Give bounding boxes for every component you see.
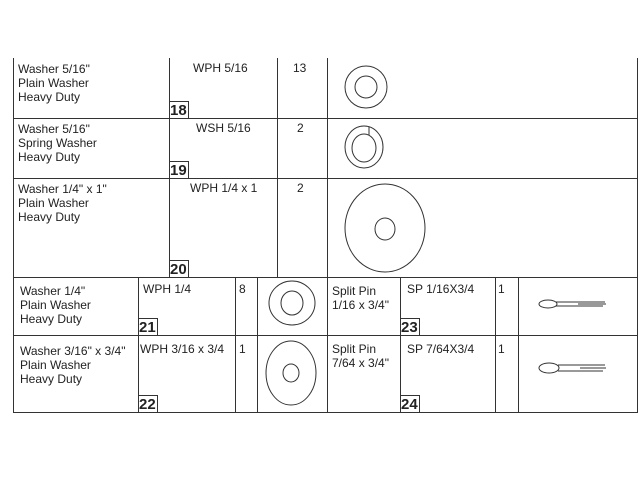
plain-washer-icon	[344, 183, 426, 273]
desc-cell-19: Washer 5/16" Spring Washer Heavy Duty	[13, 118, 170, 179]
code-cell-20: WPH 1/4 x 1 20	[169, 178, 278, 278]
part-code: SP 1/16X3/4	[407, 282, 475, 296]
part-qty: 1	[498, 282, 505, 296]
qty-cell-24: 1	[495, 335, 519, 413]
part-code: WPH 5/16	[193, 61, 248, 75]
code-cell-23: SP 1/16X3/4 23	[400, 277, 496, 336]
part-description: Washer 5/16" Spring Washer Heavy Duty	[18, 122, 97, 164]
qty-cell-20: 2	[277, 178, 328, 278]
spring-washer-icon	[344, 125, 384, 169]
image-cell-18	[327, 58, 638, 119]
part-description: Washer 5/16" Plain Washer Heavy Duty	[18, 62, 90, 104]
plain-washer-icon	[265, 340, 317, 406]
code-cell-21: WPH 1/4 21	[138, 277, 236, 336]
qty-cell-19: 2	[277, 118, 328, 179]
image-cell-19	[327, 118, 638, 179]
part-qty: 1	[498, 342, 505, 356]
part-qty: 1	[239, 342, 246, 356]
part-code: WPH 1/4 x 1	[190, 181, 258, 195]
part-description: Split Pin 1/16 x 3/4"	[332, 284, 389, 312]
split-pin-icon	[538, 362, 606, 374]
part-number: 24	[400, 395, 420, 413]
plain-washer-icon	[268, 280, 316, 326]
image-cell-23	[518, 277, 638, 336]
code-cell-19: WSH 5/16 19	[169, 118, 278, 179]
part-qty: 2	[297, 181, 304, 195]
part-number: 18	[169, 101, 189, 119]
image-cell-22	[257, 335, 328, 413]
part-qty: 8	[239, 282, 246, 296]
part-description: Washer 1/4" Plain Washer Heavy Duty	[20, 284, 91, 326]
image-cell-20	[327, 178, 638, 278]
part-description: Washer 3/16" x 3/4" Plain Washer Heavy D…	[20, 344, 126, 386]
part-code: WSH 5/16	[196, 121, 251, 135]
part-number: 21	[138, 318, 158, 336]
code-cell-24: SP 7/64X3/4 24	[400, 335, 496, 413]
qty-cell-22: 1	[235, 335, 258, 413]
image-cell-21	[257, 277, 328, 336]
image-cell-24	[518, 335, 638, 413]
qty-cell-18: 13	[277, 58, 328, 119]
desc-cell-20: Washer 1/4" x 1" Plain Washer Heavy Duty	[13, 178, 170, 278]
code-cell-22: WPH 3/16 x 3/4 22	[138, 335, 236, 413]
desc-cell-24: Split Pin 7/64 x 3/4"	[327, 335, 401, 413]
code-cell-18: WPH 5/16 18	[169, 58, 278, 119]
desc-cell-18: Washer 5/16" Plain Washer Heavy Duty	[13, 58, 170, 119]
part-code: WPH 1/4	[143, 282, 192, 296]
part-number: 23	[400, 318, 420, 336]
part-qty: 13	[293, 61, 307, 75]
desc-cell-22: Washer 3/16" x 3/4" Plain Washer Heavy D…	[13, 335, 139, 413]
part-number: 22	[138, 395, 158, 413]
desc-cell-23: Split Pin 1/16 x 3/4"	[327, 277, 401, 336]
qty-cell-23: 1	[495, 277, 519, 336]
plain-washer-icon	[344, 65, 388, 109]
part-description: Split Pin 7/64 x 3/4"	[332, 342, 389, 370]
part-code: WPH 3/16 x 3/4	[140, 342, 225, 356]
split-pin-icon	[538, 299, 606, 309]
desc-cell-21: Washer 1/4" Plain Washer Heavy Duty	[13, 277, 139, 336]
part-number: 19	[169, 161, 189, 179]
part-code: SP 7/64X3/4	[407, 342, 475, 356]
part-qty: 2	[297, 121, 304, 135]
part-number: 20	[169, 260, 189, 278]
qty-cell-21: 8	[235, 277, 258, 336]
part-description: Washer 1/4" x 1" Plain Washer Heavy Duty	[18, 182, 107, 224]
